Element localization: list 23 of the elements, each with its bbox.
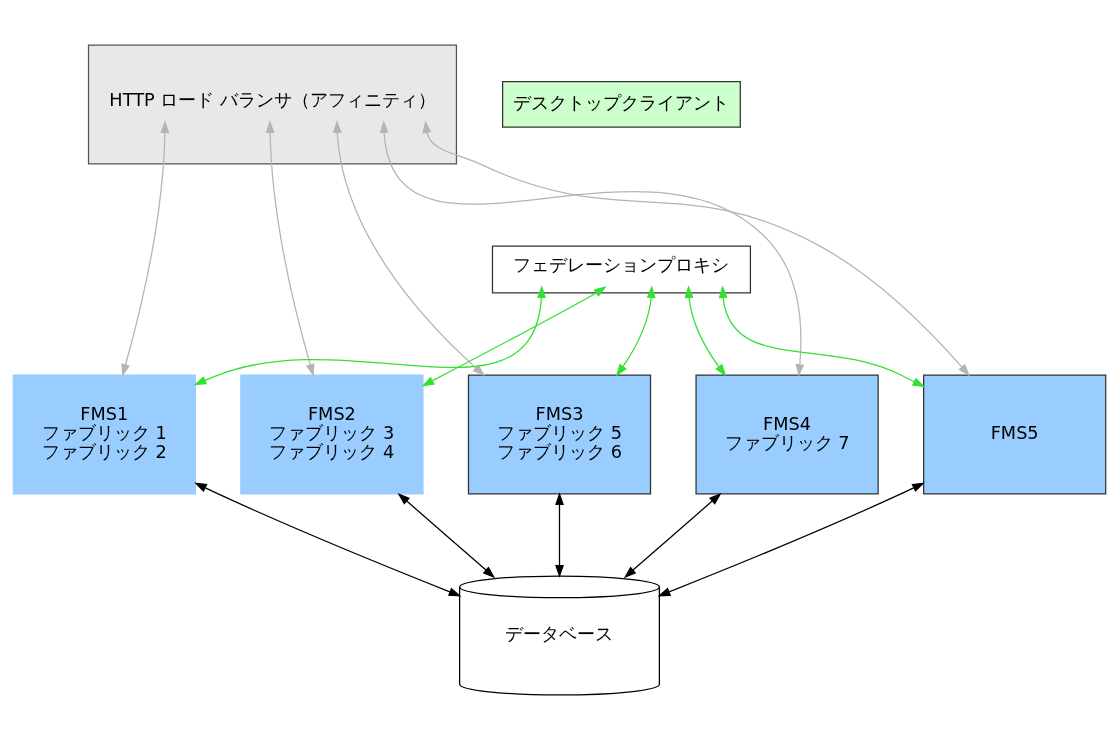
arrow — [121, 120, 170, 377]
arrow — [422, 120, 970, 377]
arrow — [718, 285, 926, 388]
arrow — [657, 482, 925, 597]
arrow — [684, 285, 727, 377]
arrow — [421, 286, 607, 387]
arrow — [615, 285, 656, 377]
node-box: デスクトップクライアント — [501, 81, 741, 128]
arrow — [193, 285, 546, 386]
node-box: フェデレーションプロキシ — [491, 245, 752, 294]
node-box: FMS4 ファブリック 7 — [695, 374, 879, 495]
arrow — [379, 120, 805, 377]
node-box: FMS3 ファブリック 5 ファブリック 6 — [467, 374, 652, 495]
node-box: FMS5 — [923, 374, 1107, 495]
arrow — [332, 120, 485, 377]
arrow — [397, 493, 496, 579]
node-box: FMS1 ファブリック 1 ファブリック 2 — [12, 374, 196, 495]
arrow — [555, 492, 564, 578]
node-box: FMS2 ファブリック 3 ファブリック 4 — [240, 374, 424, 495]
arrow — [194, 482, 462, 597]
arrow — [265, 120, 315, 377]
node-box: HTTP ロード バランサ（アフィニティ） — [87, 44, 458, 165]
arrow — [623, 493, 722, 579]
